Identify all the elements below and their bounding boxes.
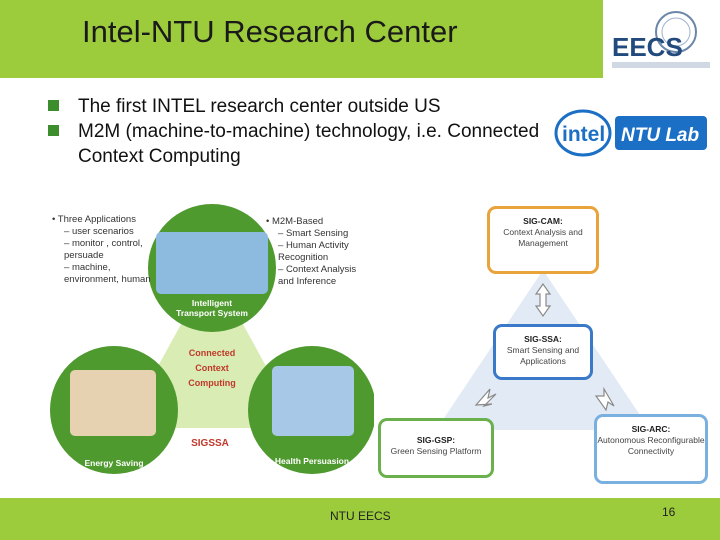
intelligent-transport-label: Intelligent Transport System bbox=[176, 298, 248, 318]
sig-arc-box: SIG-ARC: Autonomous Reconfigurable Conne… bbox=[594, 414, 708, 484]
sig-arc-desc: Autonomous Reconfigurable Connectivity bbox=[597, 435, 705, 456]
bullet-text: M2M (machine-to-machine) technology, i.e… bbox=[78, 121, 540, 167]
title-bar bbox=[0, 0, 720, 78]
intel-logo-text: intel bbox=[562, 123, 605, 146]
sig-gsp-desc: Green Sensing Platform bbox=[390, 446, 482, 456]
energy-saving-label: Energy Saving bbox=[84, 458, 144, 468]
three-applications-diagram: SIGSSA • Three Applications – user scena… bbox=[44, 198, 374, 488]
right-m2m-list: • M2M-Based – Smart Sensing – Human Acti… bbox=[266, 216, 357, 287]
page-number: 16 bbox=[662, 505, 676, 519]
bullet-text: The first INTEL research center outside … bbox=[78, 96, 441, 117]
diagram-graphic: SIGSSA bbox=[50, 204, 374, 474]
sig-cam-desc: Context Analysis and Management bbox=[503, 227, 583, 248]
right-list-item: Human Activity Recognition bbox=[278, 240, 349, 263]
sig-gsp-title: SIG-GSP: bbox=[416, 435, 456, 445]
footer-bar bbox=[0, 498, 720, 540]
sig-arc-title: SIG-ARC: bbox=[631, 424, 671, 434]
left-list-item: machine, environment, human bbox=[64, 262, 151, 285]
left-list-item: monitor , control, persuade bbox=[64, 238, 143, 261]
connected-context-computing-label: Connected Context Computing bbox=[188, 348, 236, 388]
bullet-item: M2M (machine-to-machine) technology, i.e… bbox=[44, 119, 544, 169]
health-persuasion-label: Health Persuasion bbox=[274, 456, 350, 466]
eecs-logo: EECS bbox=[612, 11, 710, 68]
bullet-item: The first INTEL research center outside … bbox=[44, 94, 544, 119]
intel-ntu-lab-logo: intel NTU Lab bbox=[554, 109, 707, 157]
ntu-lab-logo-text: NTU Lab bbox=[621, 125, 700, 146]
bullet-square-icon bbox=[48, 125, 59, 136]
sig-ssa-box: SIG-SSA: Smart Sensing and Applications bbox=[493, 324, 593, 380]
right-list-item: Smart Sensing bbox=[285, 228, 349, 239]
slide-title: Intel-NTU Research Center bbox=[82, 14, 458, 49]
right-list-item: Context Analysis and Inference bbox=[278, 264, 357, 287]
sig-gsp-box: SIG-GSP: Green Sensing Platform bbox=[378, 418, 494, 478]
bullet-square-icon bbox=[48, 100, 59, 111]
bullet-list: The first INTEL research center outside … bbox=[44, 94, 544, 169]
sig-cam-box: SIG-CAM: Context Analysis and Management bbox=[487, 206, 599, 274]
right-list-heading: M2M-Based bbox=[271, 216, 324, 227]
sig-ssa-title: SIG-SSA: bbox=[524, 334, 562, 344]
footer-text: NTU EECS bbox=[330, 509, 391, 523]
sig-cam-title: SIG-CAM: bbox=[523, 216, 563, 226]
left-list-item: user scenarios bbox=[71, 226, 134, 237]
sigssa-label: SIGSSA bbox=[191, 438, 229, 449]
eecs-logo-text: EECS bbox=[612, 32, 683, 62]
left-application-list: • Three Applications – user scenarios – … bbox=[52, 214, 151, 285]
left-list-heading: Three Applications bbox=[57, 214, 136, 225]
sig-ssa-desc: Smart Sensing and Applications bbox=[506, 345, 580, 366]
